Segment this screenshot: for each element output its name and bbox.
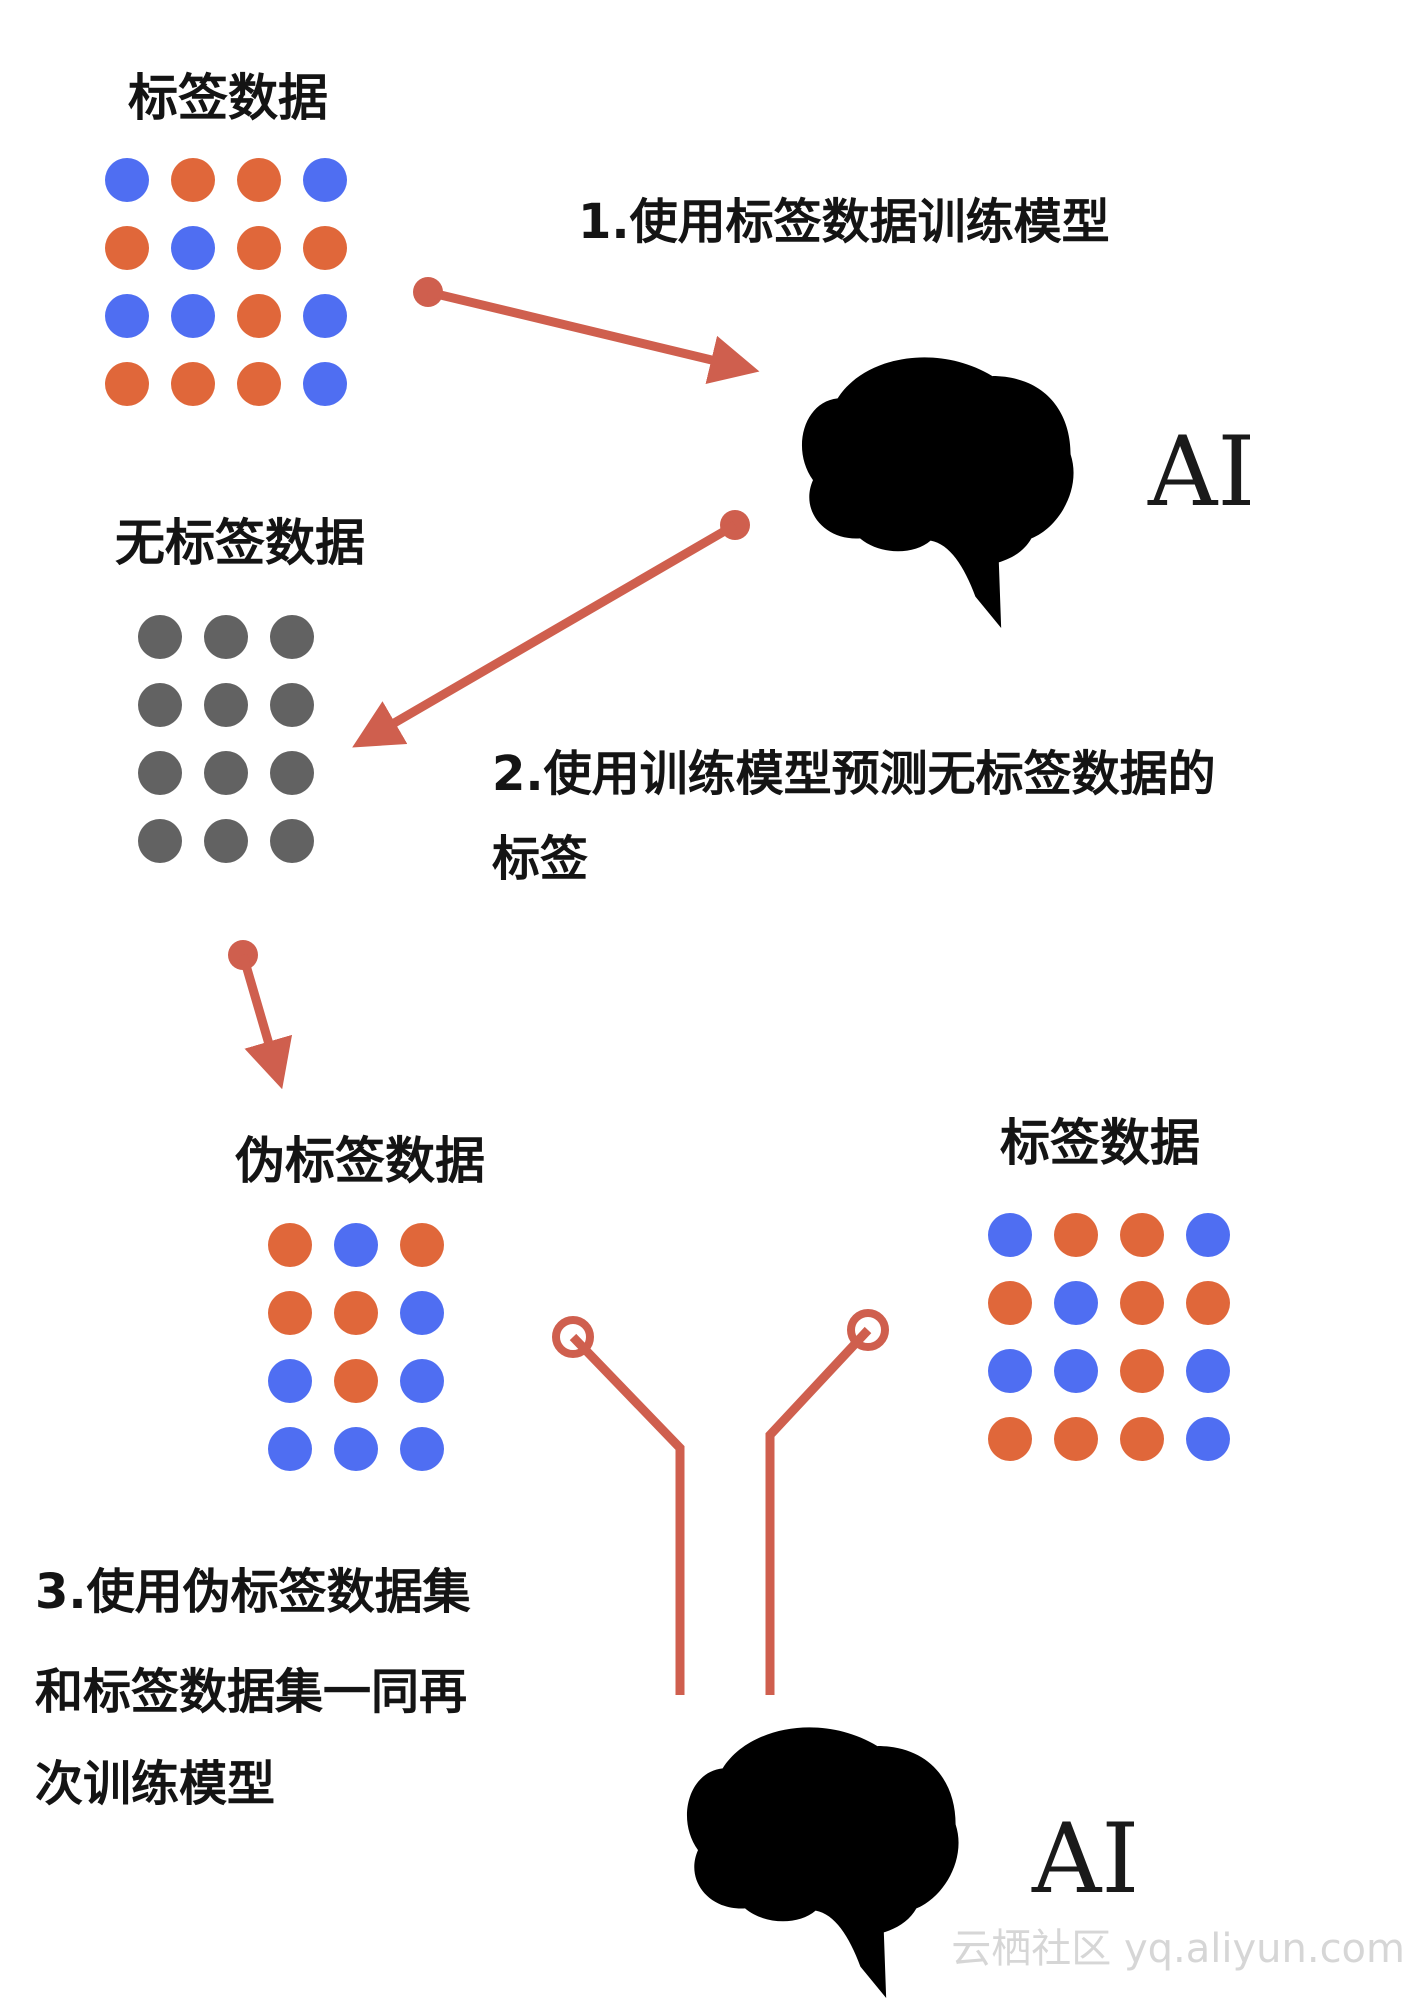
blue-dot bbox=[400, 1359, 444, 1403]
blue-dot bbox=[303, 294, 347, 338]
gray-dot bbox=[138, 615, 182, 659]
orange-dot bbox=[1120, 1349, 1164, 1393]
ai-label-top: AI bbox=[1147, 416, 1255, 528]
orange-dot bbox=[268, 1223, 312, 1267]
orange-dot bbox=[171, 158, 215, 202]
blue-dot bbox=[303, 158, 347, 202]
gray-dot bbox=[270, 751, 314, 795]
gray-dot bbox=[204, 615, 248, 659]
blue-dot bbox=[1054, 1349, 1098, 1393]
gray-dot bbox=[204, 819, 248, 863]
blue-dot bbox=[105, 158, 149, 202]
orange-dot bbox=[334, 1291, 378, 1335]
arrow-to-pseudo-labels bbox=[228, 940, 293, 1090]
blue-dot bbox=[1186, 1213, 1230, 1257]
step-3-text-line-3: 次训练模型 bbox=[35, 1756, 275, 1812]
gray-dot bbox=[138, 751, 182, 795]
blue-dot bbox=[1186, 1349, 1230, 1393]
blue-dot bbox=[988, 1349, 1032, 1393]
orange-dot bbox=[1120, 1213, 1164, 1257]
orange-dot bbox=[1120, 1417, 1164, 1461]
step-1-text: 1.使用标签数据训练模型 bbox=[578, 194, 1110, 250]
labeled-data-dot-grid-top bbox=[105, 158, 347, 406]
brain-icon bbox=[686, 1727, 959, 1998]
gray-dot bbox=[138, 819, 182, 863]
blue-dot bbox=[268, 1359, 312, 1403]
gray-dot bbox=[270, 683, 314, 727]
merge-connector bbox=[552, 1309, 889, 1695]
labeled-data-title-right: 标签数据 bbox=[1000, 1114, 1200, 1172]
blue-dot bbox=[334, 1223, 378, 1267]
orange-dot bbox=[303, 226, 347, 270]
gray-dot bbox=[138, 683, 182, 727]
orange-dot bbox=[988, 1281, 1032, 1325]
step-3-text-line-2: 和标签数据集一同再 bbox=[35, 1664, 467, 1720]
brain-icon bbox=[801, 357, 1074, 628]
orange-dot bbox=[1054, 1213, 1098, 1257]
gray-dot bbox=[204, 683, 248, 727]
orange-dot bbox=[237, 294, 281, 338]
orange-dot bbox=[105, 362, 149, 406]
orange-dot bbox=[334, 1359, 378, 1403]
blue-dot bbox=[268, 1427, 312, 1471]
orange-dot bbox=[171, 362, 215, 406]
step-3-text-line-1: 3.使用伪标签数据集 bbox=[35, 1564, 471, 1620]
orange-dot bbox=[268, 1291, 312, 1335]
blue-dot bbox=[105, 294, 149, 338]
blue-dot bbox=[400, 1427, 444, 1471]
blue-dot bbox=[400, 1291, 444, 1335]
blue-dot bbox=[1186, 1417, 1230, 1461]
gray-dot bbox=[270, 615, 314, 659]
unlabeled-data-dot-grid bbox=[138, 615, 314, 863]
orange-dot bbox=[1186, 1281, 1230, 1325]
orange-dot bbox=[237, 362, 281, 406]
arrow-train-model bbox=[413, 277, 760, 384]
orange-dot bbox=[105, 226, 149, 270]
pseudo-labeled-data-dot-grid bbox=[268, 1223, 444, 1471]
labeled-data-title-top: 标签数据 bbox=[128, 69, 328, 127]
orange-dot bbox=[400, 1223, 444, 1267]
blue-dot bbox=[988, 1213, 1032, 1257]
watermark-text: 云栖社区 yq.aliyun.com bbox=[951, 1926, 1405, 1972]
orange-dot bbox=[1120, 1281, 1164, 1325]
blue-dot bbox=[1054, 1281, 1098, 1325]
arrow-predict-labels bbox=[352, 510, 750, 748]
step-2-text-line-1: 2.使用训练模型预测无标签数据的 bbox=[492, 746, 1216, 802]
ai-model-bottom: AI bbox=[686, 1727, 1139, 1998]
blue-dot bbox=[334, 1427, 378, 1471]
orange-dot bbox=[988, 1417, 1032, 1461]
step-2-text-line-2: 标签 bbox=[492, 831, 588, 887]
blue-dot bbox=[303, 362, 347, 406]
unlabeled-data-title: 无标签数据 bbox=[115, 514, 365, 572]
labeled-data-dot-grid-right bbox=[988, 1213, 1230, 1461]
blue-dot bbox=[171, 226, 215, 270]
gray-dot bbox=[204, 751, 248, 795]
orange-dot bbox=[237, 226, 281, 270]
blue-dot bbox=[171, 294, 215, 338]
ai-model-top: AI bbox=[801, 357, 1255, 628]
gray-dot bbox=[270, 819, 314, 863]
ai-label-bottom: AI bbox=[1031, 1803, 1139, 1915]
orange-dot bbox=[237, 158, 281, 202]
pseudo-labeled-data-title: 伪标签数据 bbox=[235, 1132, 485, 1190]
orange-dot bbox=[1054, 1417, 1098, 1461]
